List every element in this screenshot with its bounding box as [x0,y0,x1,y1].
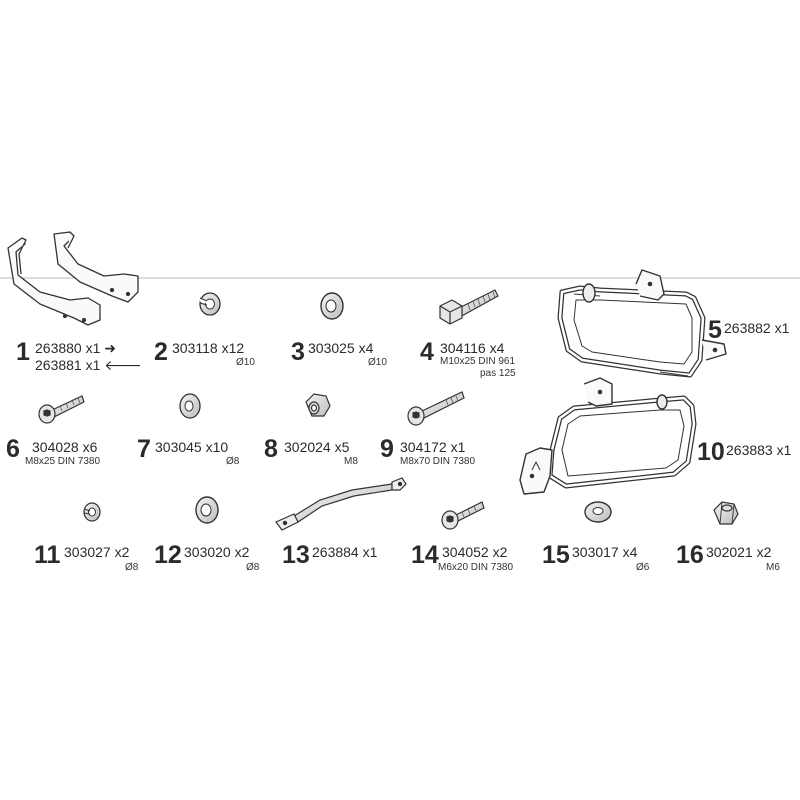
part-spec: M8x25 DIN 7380 [25,456,101,467]
lock-nut-icon [305,393,331,417]
part-number: 4 [420,338,434,366]
part-number: 3 [291,338,305,366]
part-spec: M8x70 DIN 7380 [400,456,476,467]
part-code-text: 263880 x1 [35,340,101,356]
flat-washer-icon [584,501,612,523]
part-number: 5 [708,316,722,344]
part-number: 12 [154,541,182,569]
part-number: 14 [411,541,439,569]
part-number: 7 [137,435,151,463]
part-code: 303017 x4 [572,544,638,560]
part-code: 263880 x1 ➜ [35,341,116,355]
part-code-text: 263881 x1 [35,357,101,373]
flat-washer-icon [179,393,201,419]
part-number: 15 [542,541,570,569]
flat-washer-icon [320,292,344,320]
connecting-rod-icon [275,477,407,531]
split-lock-washer-icon [83,502,101,522]
arrow-left-icon: 🡐 [104,357,142,373]
part-code: 263882 x1 [724,320,790,336]
part-spec: M6 [766,562,780,573]
part-code: 303025 x4 [308,340,374,356]
part-spec: M10x25 DIN 961 [440,356,516,367]
part-spec: Ø10 [236,357,255,368]
part-spec: Ø8 [226,456,240,467]
button-head-screw-icon [38,395,85,424]
part-spec: M6x20 DIN 7380 [438,562,514,573]
part-code: 303027 x2 [64,544,130,560]
part-spec: Ø6 [636,562,650,573]
split-lock-washer-icon [199,292,221,316]
part-code-2: 263881 x1 🡐 [35,358,142,372]
part-code: 304116 x4 [440,340,505,356]
part-code: 303118 x12 [172,340,245,356]
part-spec-2: pas 125 [480,368,516,379]
part-code: 263883 x1 [726,442,792,458]
part-code: 303045 x10 [155,439,229,455]
part-number: 10 [697,438,725,466]
part-spec: Ø10 [368,357,387,368]
button-head-screw-icon [441,501,485,530]
part-number: 9 [380,435,394,463]
flat-washer-icon [195,496,219,524]
part-number: 16 [676,541,704,569]
part-code: 302024 x5 [284,439,350,455]
hex-bolt-icon [439,289,499,325]
part-number: 11 [34,541,61,569]
lock-nut-icon [713,501,739,525]
part-code: 304052 x2 [442,544,508,560]
part-number: 2 [154,338,168,366]
part-code: 302021 x2 [706,544,772,560]
side-frame-left-icon [519,377,697,495]
arrow-right-icon: ➜ [104,340,117,356]
part-code: 304172 x1 [400,439,466,455]
part-code: 263884 x1 [312,544,378,560]
side-frame-right-icon [557,269,727,378]
part-number: 13 [282,541,310,569]
part-number: 1 [16,338,30,366]
part-spec: Ø8 [125,562,139,573]
part-code: 304028 x6 [32,439,98,455]
part-number: 6 [6,435,20,463]
part-number: 8 [264,435,278,463]
part-spec: Ø8 [246,562,260,573]
bracket-pair-icon [7,231,139,326]
button-head-screw-long-icon [407,391,465,426]
part-spec: M8 [344,456,358,467]
part-code: 303020 x2 [184,544,250,560]
